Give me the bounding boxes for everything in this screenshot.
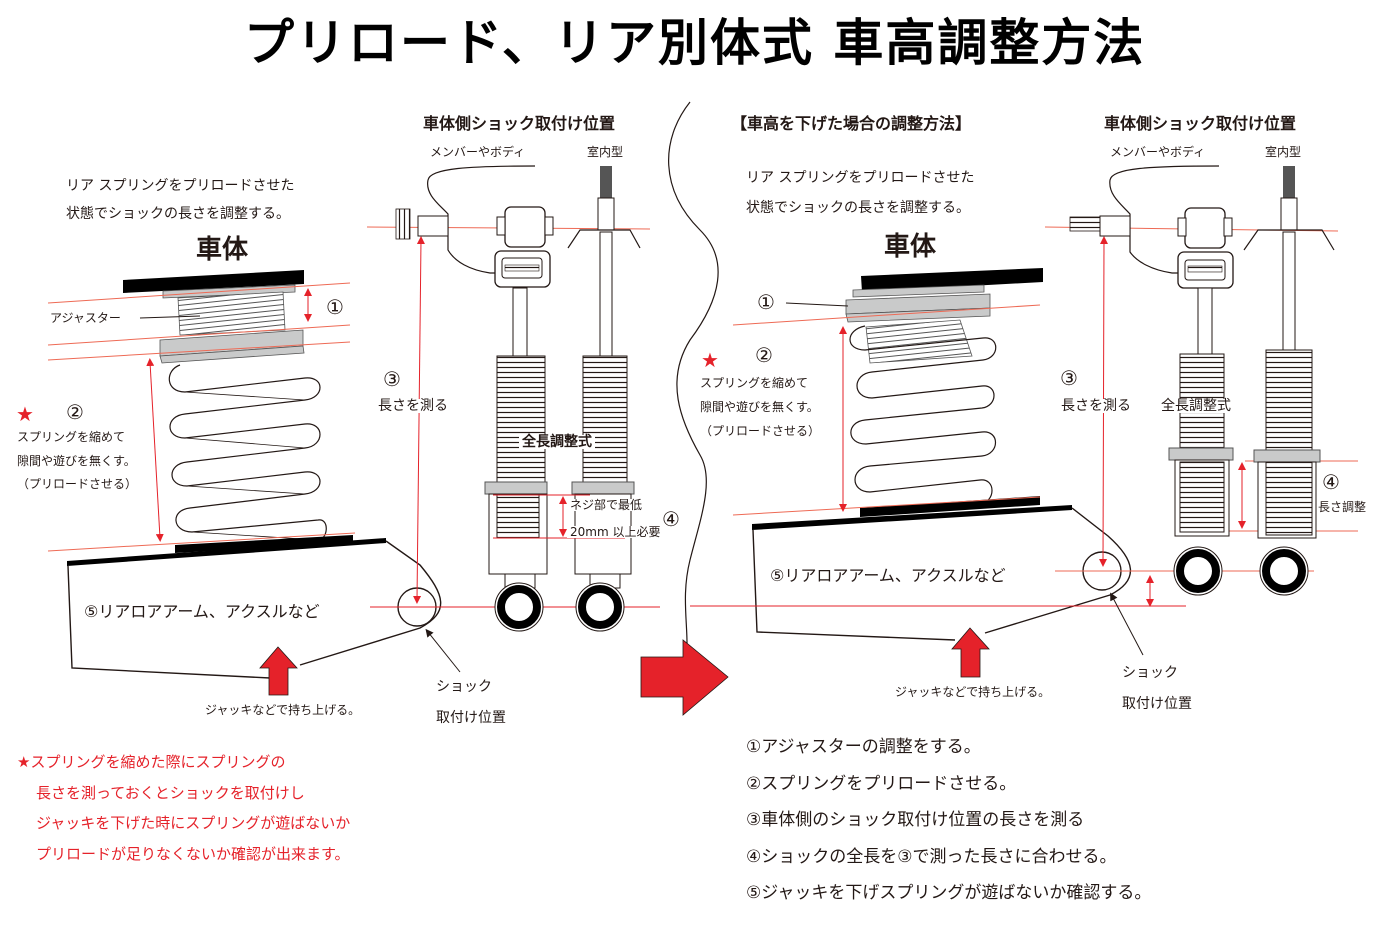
left-full-length-label: 全長調整式	[519, 435, 595, 449]
shock-eye-type-right	[1168, 207, 1234, 596]
step-item-3: ③車体側のショック取付け位置の長さを測る	[746, 810, 1085, 830]
step-item-2: ②スプリングをプリロードさせる。	[746, 773, 1017, 794]
left-step2-line-3: （プリロードさせる）	[17, 477, 138, 491]
jack-arrow-up	[259, 646, 298, 696]
right-step5-label: ⑤リアロアアーム、アクスルなど	[770, 566, 1006, 585]
warning-note: ★スプリングを縮めた際にスプリングの 長さを測っておくとショックを取付けし ジャ…	[17, 747, 350, 869]
warning-line-2: 長さを測っておくとショックを取付けし	[36, 783, 305, 802]
left-step2-marker: ②	[66, 400, 84, 424]
right-step2-line-1: スプリングを縮めて	[700, 376, 809, 390]
right-step3-label: 長さを測る	[1058, 399, 1134, 413]
warning-line-1: ★スプリングを縮めた際にスプリングの	[17, 753, 286, 771]
left-instruction-line-1: リア スプリングをプリロードさせた	[66, 178, 295, 194]
shock-interior-type-right	[1243, 166, 1335, 596]
jack-arrow-up-right	[951, 627, 990, 678]
step-item-5: ⑤ジャッキを下げスプリングが遊ばないか確認する。	[746, 883, 1152, 903]
lower-seat	[175, 535, 353, 553]
right-step4-label: 長さ調整	[1318, 500, 1367, 514]
shock-mount-leader	[425, 628, 461, 673]
guide-lines-right	[690, 226, 1358, 607]
left-interior-label: 室内型	[587, 145, 624, 159]
page-title: プリロード、リア別体式 車高調整方法	[244, 14, 1146, 72]
right-jack-label: ジャッキなどで持ち上げる。	[895, 685, 1051, 699]
body-plate	[123, 270, 304, 293]
dim-arrow-3	[413, 236, 425, 604]
member-bracket	[427, 165, 536, 274]
adjuster-leader	[139, 315, 201, 319]
left-step2-line-2: 隙間や遊びを無くす。	[17, 454, 136, 468]
left-jack-label: ジャッキなどで持ち上げる。	[205, 703, 361, 717]
right-step2-line-3: （プリロードさせる）	[700, 424, 821, 438]
right-shock-mount-line-2: 取付け位置	[1122, 696, 1192, 712]
right-star-icon: ★	[701, 348, 719, 372]
coil-spring	[168, 364, 327, 541]
left-step5-label: ⑤リアロアアーム、アクスルなど	[84, 602, 320, 621]
left-step3-marker: ③	[383, 367, 401, 391]
shock-eye-type-left	[484, 206, 554, 632]
steps-list: ①アジャスターの調整をする。 ②スプリングをプリロードさせる。 ③車体側のショッ…	[746, 729, 1151, 912]
right-header: 【車高を下げた場合の調整方法】	[731, 114, 972, 133]
warning-line-4: プリロードが足りなくないか確認が出来ます。	[36, 844, 350, 863]
thread-note-line-2: 20mm 以上必要	[567, 526, 664, 538]
left-step1-marker: ①	[326, 295, 344, 319]
right-step3-marker: ③	[1060, 366, 1078, 390]
right-step1-marker: ①	[757, 290, 775, 314]
left-star-icon: ★	[16, 402, 34, 426]
thread-note-line-1: ネジ部で最低	[567, 499, 646, 511]
right-interior-label: 室内型	[1265, 145, 1302, 159]
shock-interior-type-left	[567, 166, 641, 632]
right-instruction-line-2: 状態でショックの長さを調整する。	[746, 200, 970, 216]
right-step4-marker: ④	[1322, 470, 1340, 494]
left-instruction-line-2: 状態でショックの長さを調整する。	[66, 206, 290, 222]
warning-line-3: ジャッキを下げた時にスプリングが遊ばないか	[36, 814, 351, 832]
arm-top	[67, 538, 386, 566]
left-shock-mount-line-1: ショック	[436, 679, 492, 695]
right-spring-assembly	[752, 268, 1072, 530]
left-member-label: メンバーやボディ	[430, 145, 526, 159]
adjuster-thread	[177, 291, 286, 336]
right-body-label: 車体	[884, 232, 937, 262]
transition-arrow	[640, 639, 729, 716]
right-full-length-label: 全長調整式	[1158, 399, 1234, 413]
right-member-label: メンバーやボディ	[1110, 145, 1206, 159]
right-mount-header: 車体側ショック取付け位置	[1104, 114, 1297, 133]
right-instruction-line-1: リア スプリングをプリロードさせた	[746, 170, 975, 186]
right-step2-line-2: 隙間や遊びを無くす。	[700, 400, 819, 414]
left-step3-label: 長さを測る	[375, 399, 451, 413]
mount-bolt	[395, 208, 411, 240]
right-step2-marker: ②	[755, 343, 773, 367]
wavy-divider	[668, 101, 719, 661]
right-shock-mount-line-1: ショック	[1122, 665, 1178, 681]
left-spring-assembly	[67, 270, 386, 566]
adjuster-label: アジャスター	[50, 311, 121, 325]
left-body-label: 車体	[196, 235, 249, 265]
left-step4-marker: ④	[662, 507, 680, 531]
left-step2-line-1: スプリングを縮めて	[17, 430, 126, 444]
left-mount-header: 車体側ショック取付け位置	[423, 114, 616, 133]
dim-arrow-2	[146, 358, 164, 542]
step-item-1: ①アジャスターの調整をする。	[746, 737, 981, 757]
step-item-4: ④ショックの全長を③で測った長さに合わせる。	[746, 846, 1117, 867]
left-shock-mount-line-2: 取付け位置	[436, 710, 506, 726]
